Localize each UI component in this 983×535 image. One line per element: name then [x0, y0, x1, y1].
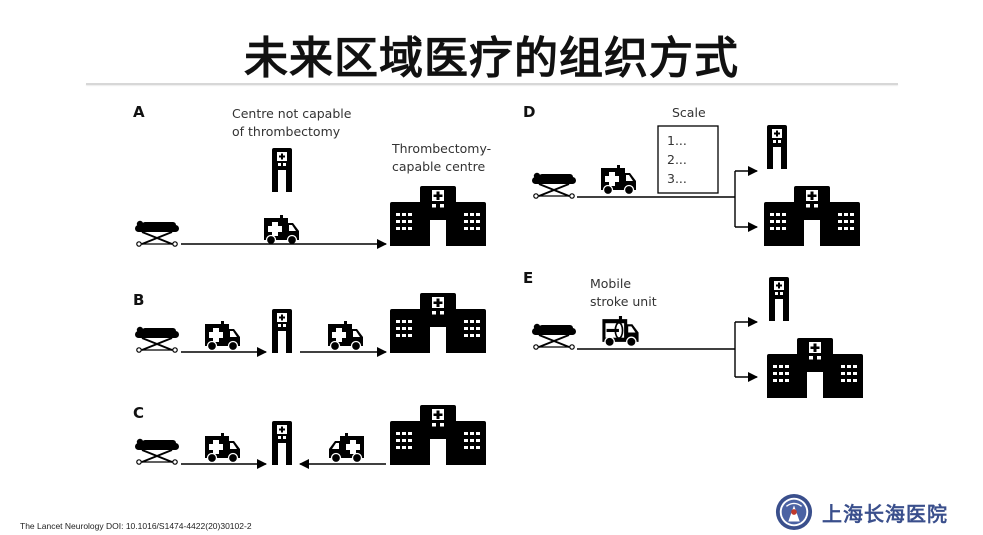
panel-letter-a: A: [133, 103, 145, 121]
panel-d: D Scale 1... 2... 3...: [523, 103, 860, 246]
panel-b: B: [133, 291, 486, 357]
ambulance-icon: [600, 165, 637, 195]
small-hospital-icon: [767, 125, 787, 169]
large-centre-label-line1: Thrombectomy-: [391, 141, 491, 156]
panel-letter-b: B: [133, 291, 144, 309]
stretcher-icon: [134, 437, 180, 465]
hospital-logo-icon: [775, 493, 813, 531]
mobile-stroke-unit-label-line2: stroke unit: [590, 294, 657, 309]
ambulance-icon: [327, 321, 364, 351]
panel-letter-c: C: [133, 404, 144, 422]
large-hospital-icon: [767, 338, 863, 398]
panel-a: A Centre not capable of thrombectomy Thr…: [133, 103, 491, 249]
small-centre-label-line1: Centre not capable: [232, 106, 352, 121]
ambulance-icon: [204, 321, 241, 351]
large-centre-label-line2: capable centre: [392, 159, 485, 174]
large-hospital-icon: [390, 293, 486, 353]
small-hospital-icon: [272, 421, 292, 465]
small-hospital-icon: [272, 309, 292, 353]
scale-item-1: 1...: [667, 133, 687, 148]
large-hospital-icon: [764, 186, 860, 246]
hospital-name: 上海长海医院: [822, 502, 948, 526]
ambulance-icon-reversed: [328, 433, 365, 463]
stretcher-icon: [134, 219, 180, 247]
title-divider: [86, 83, 898, 85]
slide-title: 未来区域医疗的组织方式: [244, 33, 739, 84]
citation: The Lancet Neurology DOI: 10.1016/S1474-…: [20, 521, 252, 531]
scale-item-3: 3...: [667, 171, 687, 186]
stretcher-icon: [531, 171, 577, 199]
stretcher-icon: [531, 322, 577, 350]
scale-item-2: 2...: [667, 152, 687, 167]
ambulance-icon: [204, 433, 241, 463]
small-hospital-icon: [272, 148, 292, 192]
mobile-stroke-unit-label-line1: Mobile: [590, 276, 631, 291]
panel-letter-d: D: [523, 103, 535, 121]
panel-c: C: [133, 404, 486, 469]
scale-box: [657, 125, 719, 194]
scale-label: Scale: [672, 105, 706, 120]
mobile-stroke-unit-icon: [601, 316, 640, 347]
ambulance-icon: [263, 215, 300, 245]
panel-e: E Mobile stroke unit: [523, 269, 863, 398]
panel-letter-e: E: [523, 269, 533, 287]
large-hospital-icon: [390, 405, 486, 465]
small-centre-label-line2: of thrombectomy: [232, 124, 341, 139]
small-hospital-icon: [769, 277, 789, 321]
stretcher-icon: [134, 325, 180, 353]
large-hospital-icon: [390, 186, 486, 246]
